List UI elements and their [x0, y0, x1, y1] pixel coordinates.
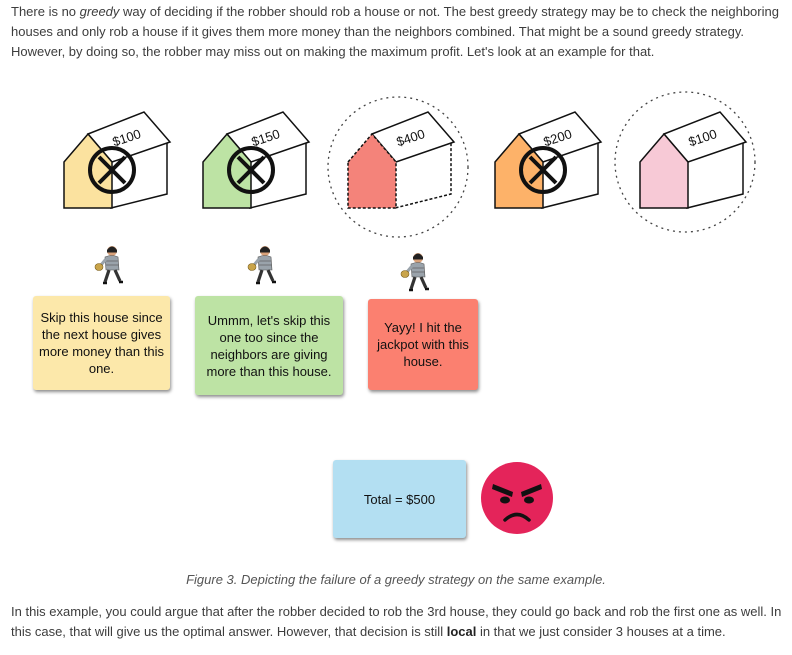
intro-emphasis: greedy	[79, 4, 120, 19]
cross-icon	[227, 146, 275, 194]
house-3: $400	[327, 96, 469, 238]
robber-icon	[94, 246, 123, 285]
intro-text-2: way of deciding if the robber should rob…	[11, 4, 779, 59]
note-skip-first: Skip this house since the next house giv…	[33, 296, 170, 390]
total-box: Total = $500	[333, 460, 466, 538]
figure-caption: Figure 3. Depicting the failure of a gre…	[186, 572, 606, 587]
robbers-row	[94, 246, 429, 292]
outro-text-2: in that we just consider 3 houses at a t…	[476, 624, 726, 639]
robber-icon	[247, 246, 276, 285]
outro-text-1: In this example, you could argue that af…	[11, 604, 782, 639]
house-2: $150	[202, 111, 311, 209]
intro-paragraph: There is no greedy way of deciding if th…	[11, 2, 783, 62]
note-skip-second: Ummm, let's skip this one too since the …	[195, 296, 343, 395]
angry-face-icon	[481, 462, 553, 534]
house-5: $100	[614, 91, 756, 233]
selected-circle	[614, 91, 756, 233]
cross-icon	[519, 146, 567, 194]
house-1: $100	[63, 111, 172, 209]
note-jackpot: Yayy! I hit the jackpot with this house.	[368, 299, 478, 390]
robber-icon	[400, 253, 429, 292]
houses-row: $100$150$400$200$100	[63, 91, 756, 238]
outro-paragraph: In this example, you could argue that af…	[11, 602, 783, 642]
greedy-robber-diagram: $100$150$400$200$100	[63, 91, 756, 534]
intro-text-1: There is no	[11, 4, 80, 19]
outro-bold: local	[446, 624, 477, 639]
cross-icon	[88, 146, 136, 194]
house-4: $200	[494, 111, 603, 209]
selected-circle	[327, 96, 469, 238]
